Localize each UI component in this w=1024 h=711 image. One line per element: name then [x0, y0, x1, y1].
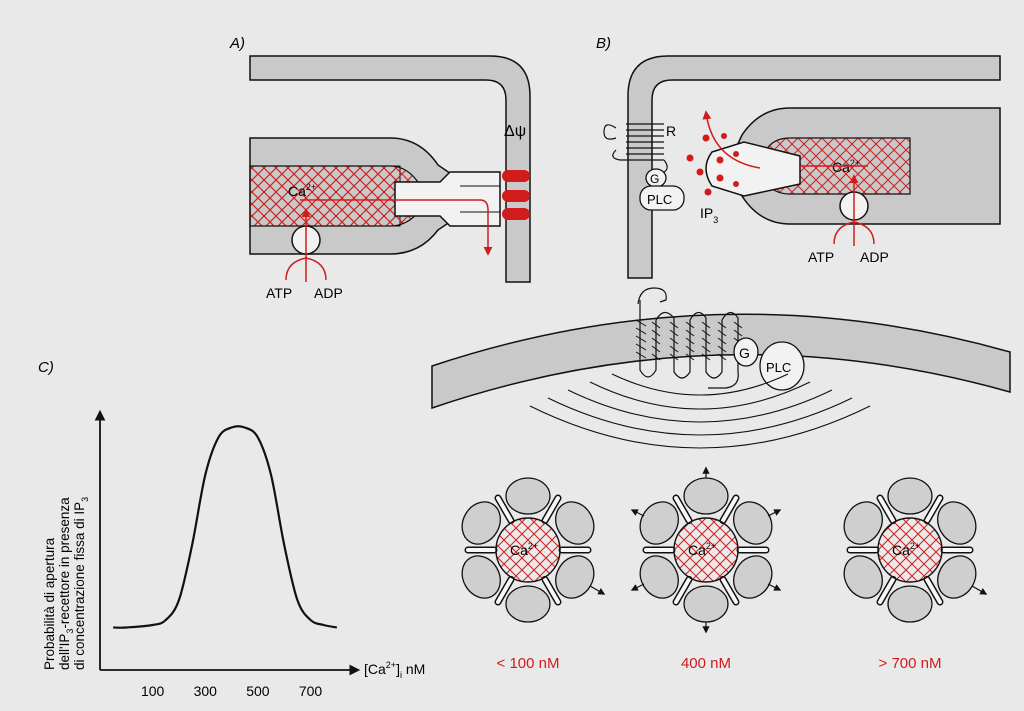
channel-subunit: [461, 501, 501, 545]
channel-subunit: [505, 585, 551, 623]
channel-ca-label: Ca2+: [892, 541, 920, 558]
channel-subunit: [733, 501, 773, 545]
receptor-helix-hatching: [635, 319, 743, 361]
panel-a-label: A): [229, 35, 245, 52]
channel-flux-arrow: [767, 509, 782, 517]
channel-3: Ca2+ > 700 nM: [843, 477, 988, 672]
channel-subunit: [843, 555, 883, 599]
panel-b-ip3-binding-dots: [716, 151, 739, 187]
channel-arm-fill: [721, 577, 738, 604]
channel-flux-arrow: [630, 509, 645, 517]
panel-a-delta-psi-channels: [502, 170, 530, 220]
channel-arm-fill: [496, 577, 513, 604]
channel-subunit: [683, 585, 729, 623]
channel-subunit: [639, 555, 679, 599]
y-axis-label-line-2: dell'IP3-recettore in presenza: [57, 497, 75, 670]
diffusion-arcs: [529, 373, 871, 449]
panel-a-potential-label: Δψ: [504, 123, 526, 140]
membrane-plc-label: PLC: [766, 360, 791, 375]
channel-pore: [495, 517, 561, 583]
channel-flux-arrow: [767, 583, 782, 591]
channel-subunit: [887, 477, 933, 515]
panel-b-plc-label: PLC: [647, 192, 672, 207]
channel-pore: [877, 517, 943, 583]
panel-a-adp-label: ADP: [314, 285, 343, 301]
panel-b-ip3-label: IP3: [700, 205, 718, 225]
panel-b-plasma-membrane: [627, 55, 1001, 279]
channel-arm-fill: [925, 496, 942, 523]
panel-a: A) Δψ Ca2+ ATP ADP: [229, 35, 531, 301]
panel-b-g-label: G: [650, 172, 659, 186]
channel-subunit: [887, 585, 933, 623]
channel-flux-arrow: [589, 585, 606, 595]
curved-membrane: [431, 313, 1011, 410]
membrane-plc: [759, 341, 805, 391]
panel-b-atp-label: ATP: [808, 249, 834, 265]
x-tick-label: 700: [299, 683, 323, 699]
panel-a-ca-label: Ca2+: [288, 182, 316, 199]
channel-arm-fill: [721, 496, 738, 523]
panel-b-ip3-dots: [686, 133, 727, 196]
panel-c-label: C): [38, 359, 54, 376]
membrane-g-protein: [733, 337, 759, 367]
channel-subunit: [505, 477, 551, 515]
channel-ca-label: Ca2+: [688, 541, 716, 558]
channel-pore: [673, 517, 739, 583]
panel-a-plasma-membrane: [249, 55, 531, 283]
panel-b-ca-release-arrow: [702, 110, 761, 169]
panel-a-ca-flux-arrow: [300, 199, 493, 256]
x-axis-label: [Ca2+]i nM: [364, 660, 425, 680]
channel-subunit: [461, 555, 501, 599]
ip3-receptor-channels: Ca2+ < 100 nM Ca2+ 400 nM Ca2+ > 700 nM: [461, 466, 988, 672]
channel-arm-fill: [674, 496, 691, 523]
y-axis-label-line-3: di concentrazione fissa di IP3: [72, 497, 90, 670]
panel-a-atp-label: ATP: [266, 285, 292, 301]
channel-subunit: [937, 501, 977, 545]
x-tick-label: 100: [141, 683, 165, 699]
membrane-g-label: G: [739, 345, 750, 361]
probability-curve: [113, 425, 338, 629]
channel-subunit: [555, 501, 595, 545]
channel-arm-fill: [543, 577, 560, 604]
panel-b-adp-label: ADP: [860, 249, 889, 265]
channel-subunit: [733, 555, 773, 599]
y-axis-label-line-1: Probabilità di apertura: [42, 537, 57, 670]
panel-b-plc: [639, 185, 685, 211]
x-tick-labels: 100 300 500 700: [141, 683, 322, 699]
channel-subunit: [639, 501, 679, 545]
channel-arm-fill: [925, 577, 942, 604]
membrane-section: G PLC: [431, 287, 1011, 449]
panel-b-receptor-coil: [603, 123, 668, 175]
channel-concentration-label: < 100 nM: [497, 655, 560, 672]
channel-2: Ca2+ 400 nM: [630, 466, 782, 672]
channel-1: Ca2+ < 100 nM: [461, 477, 606, 672]
channel-flux-arrow: [630, 583, 645, 591]
channel-concentration-label: > 700 nM: [879, 655, 942, 672]
panel-b-label: B): [596, 35, 611, 52]
x-tick-label: 500: [246, 683, 270, 699]
channel-subunit: [843, 501, 883, 545]
channel-concentration-label: 400 nM: [681, 655, 731, 672]
channel-arm-fill: [496, 496, 513, 523]
y-axis-label: Probabilità di apertura dell'IP3-recetto…: [42, 497, 90, 670]
x-tick-label: 300: [194, 683, 218, 699]
channel-arm-fill: [674, 577, 691, 604]
seven-tm-receptor: [637, 287, 739, 389]
channel-arm-fill: [543, 496, 560, 523]
channel-flux-arrow: [971, 585, 988, 595]
panel-b: B) Ca2+ R G PLC IP3: [596, 35, 1001, 279]
channel-arm-fill: [878, 496, 895, 523]
panel-b-ca-label: Ca2+: [832, 158, 860, 175]
panel-c: C) Probabilità di apertura dell'IP3-rece…: [38, 359, 425, 699]
channel-arm-fill: [878, 577, 895, 604]
panel-b-receptor-label: R: [666, 123, 676, 139]
channel-ca-label: Ca2+: [510, 541, 538, 558]
channel-subunit: [683, 477, 729, 515]
